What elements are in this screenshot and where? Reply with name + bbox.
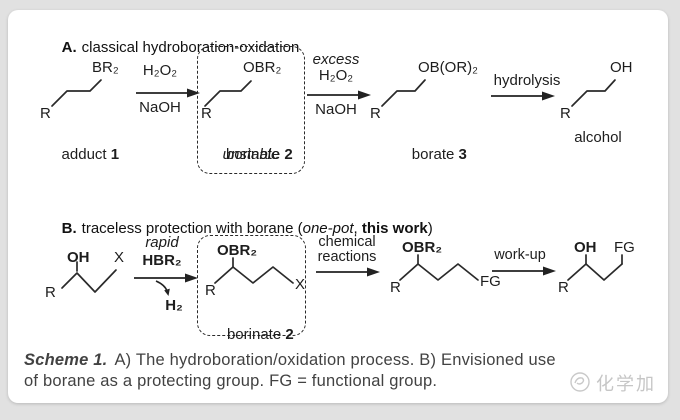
arrow-b3-label: work-up	[494, 247, 546, 263]
r-label: R	[40, 105, 51, 122]
panel-b-title: B.traceless protection with borane (one-…	[45, 203, 433, 254]
arrow-a1-reagent-bottom: NaOH	[139, 99, 181, 116]
panel-b-letter: B.	[61, 220, 77, 237]
compound-number: 3	[458, 145, 467, 163]
bond-skeleton	[381, 79, 426, 107]
r-label: R	[370, 105, 381, 122]
hydrogen-byproduct-label: H₂	[165, 297, 183, 314]
structure-borate-3: R OB(OR)₂	[370, 59, 500, 122]
x-group-label: X	[114, 249, 125, 266]
borinate-b-caption: borinate 2	[202, 310, 302, 360]
r-label: R	[558, 279, 569, 296]
r-label: R	[390, 279, 401, 296]
scheme-caption-lead: Scheme 1.	[24, 351, 108, 369]
bond-skeleton	[571, 79, 616, 107]
arrow-b1-reagent: HBR₂	[142, 252, 182, 269]
panel-a-title-text: classical hydroboration-oxidation	[81, 39, 300, 56]
compound-number: 2	[284, 145, 293, 163]
arrow-b1-note: rapid	[145, 234, 179, 251]
structure-borinate-2a: R OBR₂	[201, 59, 311, 122]
compound-number: 1	[110, 145, 120, 163]
bond-skeleton	[61, 261, 117, 293]
boryl-group-label: BR₂	[92, 59, 119, 76]
hydroxyl-label: OH	[67, 249, 90, 266]
reaction-arrow	[307, 90, 371, 100]
arrow-a1-reagent-top: H₂O₂	[142, 62, 178, 79]
arrow-a3-label: hydrolysis	[493, 72, 561, 89]
arrow-a2-note: excess	[312, 51, 360, 68]
bond-skeleton	[399, 254, 479, 281]
unstable-note: unstable	[222, 146, 280, 163]
byproduct-curved-arrow	[155, 280, 170, 296]
panel-b-title-sep: ,	[353, 220, 362, 237]
bond-skeleton	[204, 80, 252, 107]
reaction-arrow	[492, 266, 556, 276]
panel-a-letter: A.	[61, 39, 77, 56]
hydroxyl-label: OH	[610, 59, 633, 76]
adduct-caption: adduct 1	[32, 130, 132, 180]
panel-b-title-text: traceless protection with borane (	[81, 220, 303, 237]
panel-b-title-close: )	[427, 220, 433, 237]
structure-protected-product: OBR₂ R FG	[388, 238, 501, 302]
structure-substrate: OH X R	[42, 244, 142, 308]
bond-skeleton	[51, 79, 102, 107]
reaction-arrow	[316, 267, 380, 277]
borinate-group-label: OBR₂	[217, 242, 257, 259]
panel-a-title: A.classical hydroboration-oxidation	[45, 22, 300, 73]
scheme-caption-line1: A) The hydroboration/oxidation process. …	[114, 351, 556, 369]
borinate-caption: borinate 2	[201, 130, 301, 180]
compound-number: 2	[285, 325, 294, 343]
scheme-figure-card: A.classical hydroboration-oxidation R BR…	[8, 10, 668, 403]
structure-alcohol: R OH	[560, 59, 660, 122]
structure-borinate-2b: OBR₂ R X	[203, 241, 309, 305]
borinate-group-label: OBR₂	[402, 239, 442, 256]
hydroxyl-label: OH	[574, 239, 597, 256]
reaction-arrow	[134, 273, 198, 283]
compound-name: borinate	[226, 325, 282, 343]
huaxuejia-logo-icon	[570, 372, 590, 392]
arrow-a2-reagent-bottom: NaOH	[315, 101, 357, 118]
compound-name: borate	[411, 145, 455, 163]
fg-label: FG	[480, 273, 501, 290]
borinate-group-label: OBR₂	[243, 59, 282, 76]
fg-label: FG	[614, 239, 635, 256]
r-label: R	[560, 105, 571, 122]
borinate-box	[197, 235, 306, 336]
reaction-arrow	[491, 91, 555, 101]
arrow-a2-reagent-top: H₂O₂	[318, 67, 354, 84]
r-label: R	[205, 282, 216, 299]
structure-final-product: OH FG R	[556, 238, 656, 302]
arrow-b2-label-line1: chemical	[318, 234, 376, 250]
alcohol-caption: alcohol	[574, 129, 622, 146]
bond-skeleton	[214, 257, 294, 284]
unstable-intermediate-box	[197, 46, 305, 174]
watermark-text: 化学加	[596, 374, 656, 394]
scheme-caption-line2: of borane as a protecting group. FG = fu…	[24, 372, 438, 390]
borate-caption: borate 3	[381, 130, 481, 180]
compound-name: borinate	[225, 145, 281, 163]
structure-adduct-1: R BR₂	[40, 59, 160, 122]
x-group-label: X	[295, 276, 306, 293]
r-label: R	[201, 105, 212, 122]
panel-b-title-thiswork: this work	[361, 220, 428, 237]
scheme-caption: Scheme 1. A) The hydroboration/oxidation …	[24, 350, 664, 392]
r-label: R	[45, 284, 56, 301]
reaction-arrow	[136, 88, 200, 98]
bond-skeleton	[567, 254, 623, 281]
panel-b-title-onepot: one-pot	[302, 220, 354, 237]
borate-group-label: OB(OR)₂	[418, 59, 478, 76]
arrow-b2-label-line2: reactions	[317, 249, 377, 265]
compound-name: adduct	[61, 145, 107, 163]
